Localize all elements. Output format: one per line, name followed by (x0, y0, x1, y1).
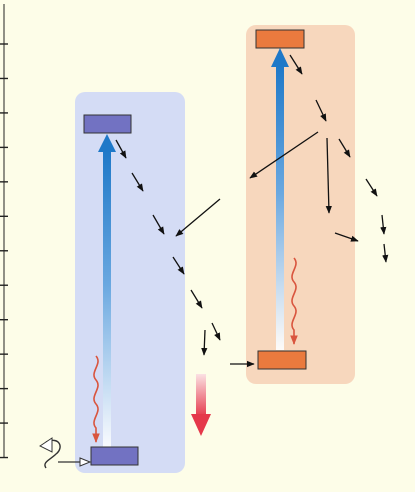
relax-arrow (382, 243, 389, 263)
curved-arrow-icon (39, 437, 92, 469)
relax-arrow (211, 322, 221, 341)
relax-arrow (365, 178, 378, 197)
relax-arrow (315, 99, 327, 122)
relax-arrow (201, 329, 208, 356)
relax-arrow (380, 214, 387, 235)
relax-arrow (190, 289, 203, 309)
left-ground-level (90, 446, 139, 466)
left-excited-level (83, 114, 132, 134)
relax-arrow (325, 137, 332, 214)
energy-axis (0, 4, 8, 459)
relax-arrow (115, 139, 127, 159)
energy-loss-arrow (191, 374, 211, 436)
relax-arrow (131, 172, 144, 192)
transfer-arrows (115, 54, 389, 368)
left-emission-wave (92, 355, 100, 443)
relax-arrow (338, 138, 351, 158)
right-excited-level (255, 29, 305, 49)
relax-arrow (289, 54, 303, 75)
transfer-arrow (175, 198, 221, 237)
right-excitation-arrow (271, 48, 289, 350)
relax-arrow (152, 214, 165, 235)
right-panel (246, 25, 355, 384)
left-excitation-arrow (98, 134, 116, 450)
relax-arrow (172, 256, 185, 275)
left-panel (75, 92, 185, 473)
transfer-arrow (249, 131, 319, 179)
relax-arrow (334, 232, 359, 242)
right-ground-level (257, 350, 307, 370)
right-emission-wave (290, 257, 298, 345)
